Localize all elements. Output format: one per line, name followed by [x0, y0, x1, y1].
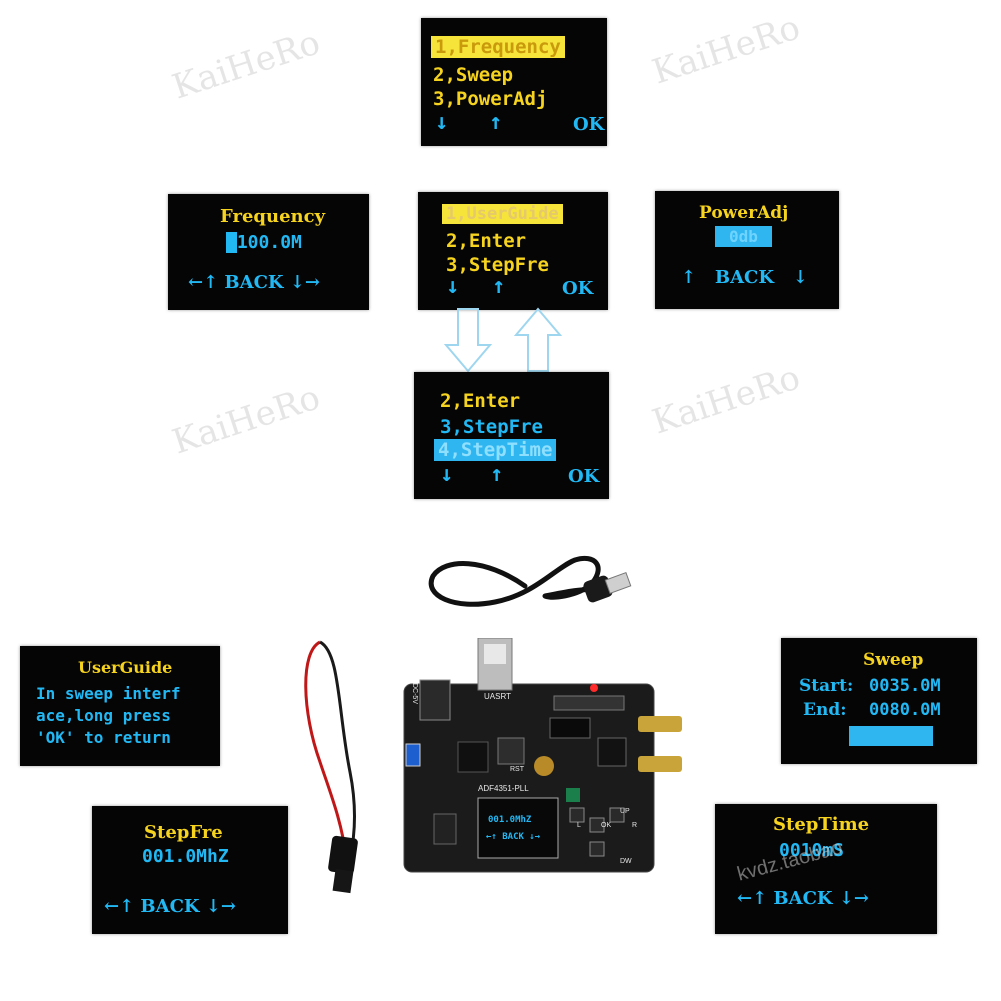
userguide-screen: UserGuide In sweep interf ace,long press… — [20, 646, 220, 766]
flow-arrows — [443, 307, 563, 373]
guide-line: ace,long press — [36, 706, 171, 725]
steptime-value[interactable]: 0010mS — [779, 840, 845, 861]
submenu2-screen: 2,Enter 3,StepFre 4,StepTime ↓ ↑ OK — [414, 372, 609, 499]
nav-bar[interactable]: ←↑ BACK ↓→ — [737, 888, 870, 909]
power-value[interactable]: 0db — [715, 226, 772, 247]
poweradj-screen: PowerAdj 0db ↑ BACK ↓ — [655, 191, 839, 309]
arrow-down-icon[interactable]: ↓ — [446, 274, 460, 299]
adf4351-board — [403, 638, 682, 873]
menu-item-enter[interactable]: 2,Enter — [446, 230, 527, 252]
end-value[interactable]: 0080.0M — [869, 700, 941, 720]
up-label: UP — [620, 808, 630, 815]
nav-bar[interactable]: ←↑ BACK ↓→ — [188, 272, 321, 293]
sweep-screen: Sweep Start: 0035.0M End: 0080.0M — [781, 638, 977, 764]
screen-title: PowerAdj — [699, 203, 789, 223]
stepfre-value[interactable]: 001.0MhZ — [142, 846, 229, 867]
r-label: R — [632, 822, 638, 829]
arrow-up-icon[interactable]: ↑ — [490, 462, 504, 487]
frequency-screen: Frequency 1100.0M ←↑ BACK ↓→ — [168, 194, 369, 310]
steptime-screen: StepTime 0010mS ←↑ BACK ↓→ — [715, 804, 937, 934]
start-label: Start: — [799, 676, 854, 696]
nav-bar[interactable]: ←↑ BACK ↓→ — [104, 896, 237, 917]
menu-item-stepfre[interactable]: 3,StepFre — [440, 416, 543, 438]
screen-title: Sweep — [863, 650, 924, 670]
watermark: KaiHeRo — [647, 357, 805, 443]
watermark: KaiHeRo — [167, 377, 325, 463]
arrow-up-icon — [513, 307, 563, 372]
arrow-down-icon — [443, 308, 493, 373]
menu-item-enter[interactable]: 2,Enter — [440, 390, 521, 412]
arrow-down-icon[interactable]: ↓ — [435, 110, 449, 135]
l-label: L — [577, 822, 581, 829]
board-oled-value: 001.0MhZ — [488, 815, 532, 825]
dw-label: DW — [620, 858, 632, 865]
end-label: End: — [803, 700, 847, 720]
usb-cable — [428, 556, 632, 607]
arrow-up-icon[interactable]: ↑ — [492, 274, 506, 299]
rst-label: RST — [510, 766, 524, 773]
board-oled-nav: ←↑ BACK ↓→ — [486, 832, 541, 842]
screen-title: Frequency — [220, 206, 326, 227]
menu-item-frequency[interactable]: 1,Frequency — [431, 36, 565, 58]
menu-item-steptime[interactable]: 4,StepTime — [434, 439, 557, 461]
nav-bar[interactable]: ↑ BACK ↓ — [681, 267, 808, 288]
watermark: KaiHeRo — [167, 22, 325, 108]
frequency-value[interactable]: 1100.0M — [226, 232, 302, 253]
dc-label: DC-5V — [411, 682, 419, 705]
arrow-down-icon[interactable]: ↓ — [440, 462, 454, 487]
stepfre-screen: StepFre 001.0MhZ ←↑ BACK ↓→ — [92, 806, 288, 934]
arrow-up-icon[interactable]: ↑ — [489, 110, 503, 135]
ok-label[interactable]: OK — [562, 278, 594, 299]
ok-label[interactable]: OK — [573, 114, 605, 135]
menu-item-userguide[interactable]: 1,UserGuide — [442, 204, 563, 224]
start-value[interactable]: 0035.0M — [869, 676, 941, 696]
menu-item-sweep[interactable]: 2,Sweep — [433, 64, 514, 86]
screen-title: StepFre — [144, 822, 223, 843]
screen-title: UserGuide — [78, 658, 173, 677]
watermark: KaiHeRo — [647, 7, 805, 93]
guide-line: 'OK' to return — [36, 728, 171, 747]
sweep-progress-bar — [849, 726, 933, 746]
menu-item-poweradj[interactable]: 3,PowerAdj — [433, 88, 548, 110]
submenu-screen: 1,UserGuide 2,Enter 3,StepFre ↓ ↑ OK — [418, 192, 608, 310]
screen-title: StepTime — [773, 814, 870, 835]
dc-power-cable — [304, 640, 358, 894]
ok-button-label: OK — [601, 822, 612, 829]
pcb-label: ADF4351-PLL — [478, 784, 529, 793]
ok-label[interactable]: OK — [568, 466, 600, 487]
uart-label: UASRT — [484, 692, 511, 701]
menu-item-stepfre[interactable]: 3,StepFre — [446, 254, 549, 276]
guide-line: In sweep interf — [36, 684, 181, 703]
main-menu-screen: 1,Frequency 2,Sweep 3,PowerAdj ↓ ↑ OK — [421, 18, 607, 146]
